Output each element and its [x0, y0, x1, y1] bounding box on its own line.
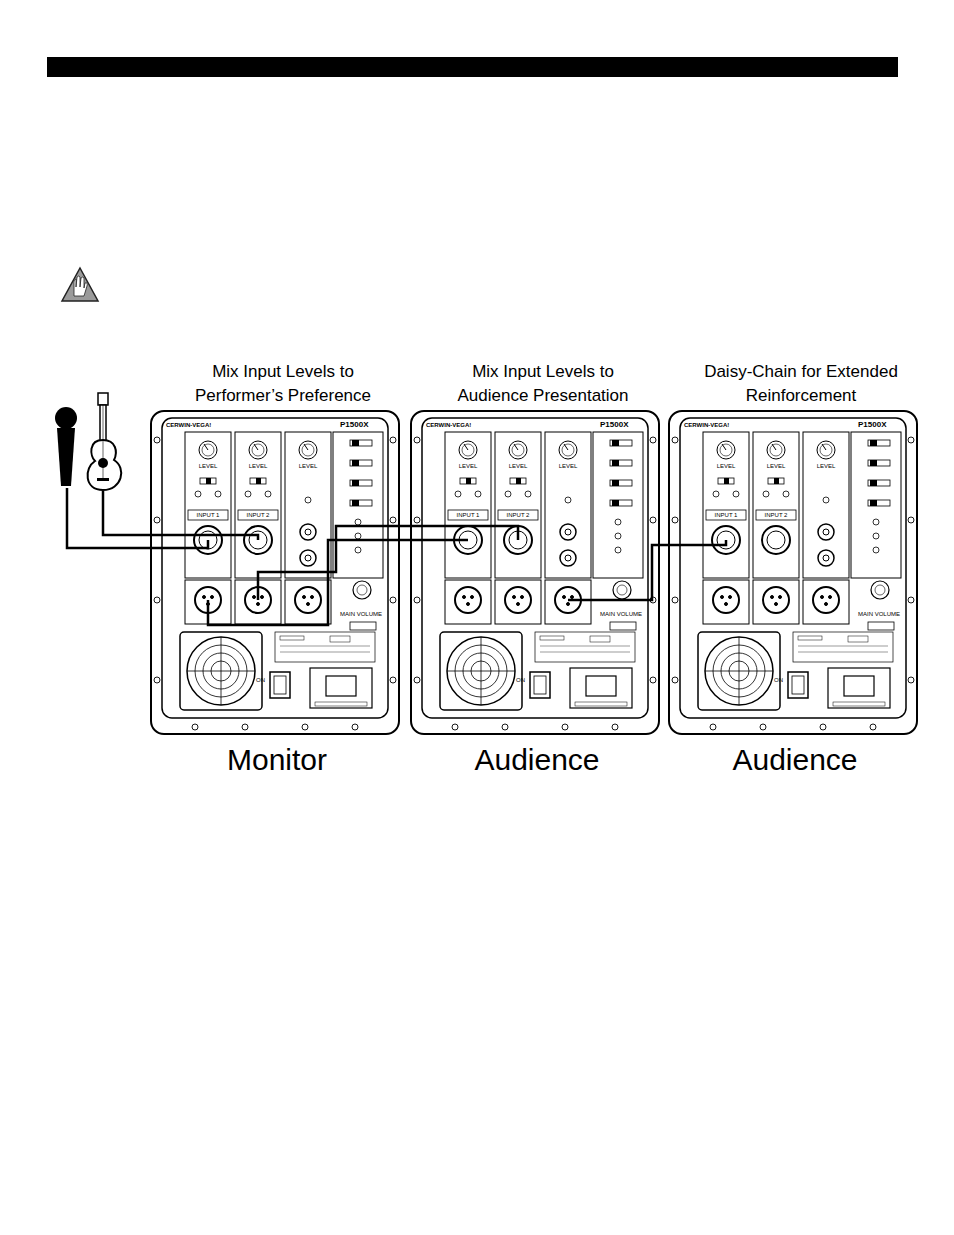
knob-label: LEVEL	[767, 462, 786, 470]
input-label: INPUT 2	[498, 511, 538, 519]
switch-label: ON	[516, 676, 525, 684]
knob-label: LEVEL	[559, 462, 578, 470]
volume-label: MAIN VOLUME	[600, 610, 642, 618]
panel-heading: Daisy-Chain for Extended Reinforcement	[694, 360, 908, 408]
panel-heading: Mix Input Levels to Performer’s Preferen…	[176, 360, 390, 408]
knob-label: LEVEL	[459, 462, 478, 470]
model-label: P1500X	[858, 420, 886, 430]
switch-label: ON	[256, 676, 265, 684]
brand-label: CERWIN-VEGA!	[684, 421, 729, 429]
volume-label: MAIN VOLUME	[340, 610, 382, 618]
knob-label: LEVEL	[817, 462, 836, 470]
knob-label: LEVEL	[249, 462, 268, 470]
brand-label: CERWIN-VEGA!	[426, 421, 471, 429]
speaker-panel: Mix Input Levels to Performer’s Preferen…	[150, 410, 400, 735]
speaker-role: Audience	[412, 742, 662, 778]
audio-cable	[400, 525, 410, 528]
input-label: INPUT 1	[448, 511, 488, 519]
speaker-panel: Mix Input Levels to Audience Presentatio…	[410, 410, 660, 735]
knob-label: LEVEL	[509, 462, 528, 470]
audio-cable	[400, 539, 410, 542]
switch-label: ON	[774, 676, 783, 684]
knob-label: LEVEL	[199, 462, 218, 470]
model-label: P1500X	[340, 420, 368, 430]
input-label: INPUT 1	[188, 511, 228, 519]
speaker-panel: Daisy-Chain for Extended ReinforcementAu…	[668, 410, 918, 735]
model-label: P1500X	[600, 420, 628, 430]
panel-heading: Mix Input Levels to Audience Presentatio…	[436, 360, 650, 408]
input-label: INPUT 1	[706, 511, 746, 519]
speaker-role: Monitor	[152, 742, 402, 778]
speaker-role: Audience	[670, 742, 920, 778]
brand-label: CERWIN-VEGA!	[166, 421, 211, 429]
knob-label: LEVEL	[717, 462, 736, 470]
knob-label: LEVEL	[299, 462, 318, 470]
input-label: INPUT 2	[238, 511, 278, 519]
input-label: INPUT 2	[756, 511, 796, 519]
volume-label: MAIN VOLUME	[858, 610, 900, 618]
audio-cable	[660, 544, 668, 547]
